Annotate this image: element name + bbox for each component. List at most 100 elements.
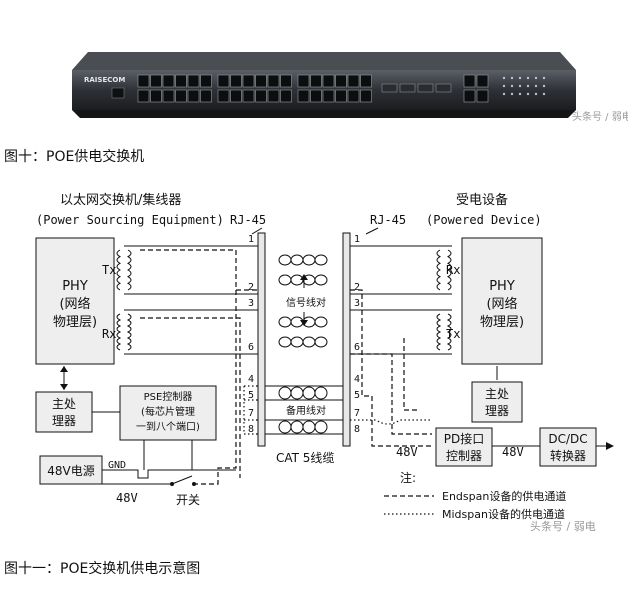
rj45-port: [175, 89, 187, 103]
right-subtitle: (Powered Device): [426, 213, 542, 227]
pin-number: 8: [354, 424, 360, 435]
pin-number: 7: [354, 408, 360, 419]
power-supply-label: 48V电源: [47, 464, 94, 478]
pin-number: 2: [248, 282, 254, 293]
midspan-paths: [243, 385, 432, 435]
v48-bottom-label: 48V: [116, 491, 138, 505]
rj45-port: [347, 89, 360, 103]
rj45-port: [297, 89, 310, 103]
sfp-port: [399, 83, 416, 93]
rj45-port: [162, 89, 175, 103]
pin-number: 5: [248, 390, 254, 401]
rj45-port: [255, 89, 267, 103]
status-led: [518, 76, 522, 80]
status-led: [542, 84, 546, 88]
phy-right-label: 物理层): [480, 315, 524, 330]
rj45-port: [322, 89, 335, 103]
cpu-right-label: 主处: [485, 387, 509, 401]
rj45-port: [335, 89, 347, 103]
rj45-left-connector: [257, 232, 266, 447]
phy-left-label: (网络: [59, 296, 90, 312]
figure-11-caption: 图十一：POE交换机供电示意图: [4, 561, 201, 577]
pse-controller-label: (每芯片管理: [141, 405, 195, 418]
rj45-port: [335, 74, 347, 88]
status-led: [534, 84, 538, 88]
legend-endspan-label: Endspan设备的供电通道: [442, 489, 566, 503]
rj45-port: [280, 89, 292, 103]
rj45-port: [217, 74, 230, 88]
phy-right-label: PHY: [489, 279, 515, 294]
cable-label: CAT 5线缆: [276, 451, 334, 465]
rj45-right-label: RJ-45: [370, 213, 406, 227]
cpu-left-label: 主处: [52, 397, 76, 411]
status-led: [534, 92, 538, 96]
rj45-port: [267, 74, 280, 88]
rj45-port: [217, 89, 230, 103]
v48-dcdc-label: 48V: [502, 445, 524, 459]
phy-left-label: 物理层): [53, 315, 97, 330]
cpu-right-label: 理器: [485, 404, 509, 418]
rj45-port: [200, 89, 212, 103]
brand-label: RAISECOM: [84, 76, 125, 84]
pin-number: 1: [354, 234, 360, 245]
pd-controller-label: PD接口: [444, 431, 484, 446]
power-supply-box: [39, 455, 103, 485]
pin-number: 3: [354, 298, 360, 309]
pin-number: 3: [248, 298, 254, 309]
pin-number: 8: [248, 424, 254, 435]
rj45-port: [200, 74, 212, 88]
phy-left-label: PHY: [62, 279, 88, 294]
pin-number: 4: [354, 374, 360, 385]
status-led: [510, 92, 514, 96]
rj45-port: [175, 74, 187, 88]
rj45-port: [347, 74, 360, 88]
rj45-right-connector: [342, 232, 351, 447]
poe-power-diagram: 以太网交换机/集线器 (Power Sourcing Equipment) 受电…: [35, 192, 614, 533]
sfp-port: [381, 83, 398, 93]
dcdc-converter-label: 转换器: [550, 448, 586, 463]
left-subtitle: (Power Sourcing Equipment): [36, 213, 224, 227]
rj45-port: [360, 89, 372, 103]
tx-right-label: Tx: [446, 327, 460, 341]
rj45-port: [476, 89, 489, 103]
tx-left-label: Tx: [102, 263, 116, 277]
signal-pairs-label: 信号线对: [286, 296, 326, 309]
rj45-left-label: RJ-45: [230, 213, 266, 227]
rj45-port: [310, 89, 322, 103]
phy-right-box: [461, 237, 543, 365]
status-led: [502, 92, 506, 96]
phy-left-box: [35, 237, 115, 365]
dcdc-converter-box: [539, 427, 597, 467]
pse-controller-label: PSE控制器: [144, 390, 193, 403]
rj45-port: [242, 89, 255, 103]
switch-symbol: [170, 475, 196, 486]
rj45-port: [187, 89, 200, 103]
rj45-port: [187, 74, 200, 88]
endspan-paths: [140, 249, 432, 485]
rj45-port-bank: [137, 74, 489, 103]
rj45-port: [162, 74, 175, 88]
rj45-port: [280, 74, 292, 88]
status-led: [510, 84, 514, 88]
v48-pd-label: 48V: [396, 445, 418, 459]
status-led: [518, 92, 522, 96]
power-supply-wires: [102, 440, 236, 485]
dcdc-converter-label: DC/DC: [548, 432, 587, 446]
poe-switch-photo: RAISECOM: [72, 52, 576, 118]
rj45-port: [150, 74, 162, 88]
photo-watermark: 头条号 / 弱电: [572, 112, 628, 123]
rj45-port: [463, 74, 476, 88]
pse-controller-label: 一到八个端口): [136, 420, 200, 433]
rx-left-label: Rx: [102, 327, 116, 341]
pin-number: 5: [354, 390, 360, 401]
pin-number: 6: [354, 342, 360, 353]
pse-controller-box: [119, 385, 217, 441]
pd-controller-label: 控制器: [446, 449, 482, 463]
status-led: [542, 92, 546, 96]
legend-note-label: 注:: [400, 470, 416, 485]
switch-label: 开关: [176, 493, 200, 507]
pin-number: 1: [248, 234, 254, 245]
rj45-port: [463, 89, 476, 103]
rj45-port: [137, 89, 150, 103]
